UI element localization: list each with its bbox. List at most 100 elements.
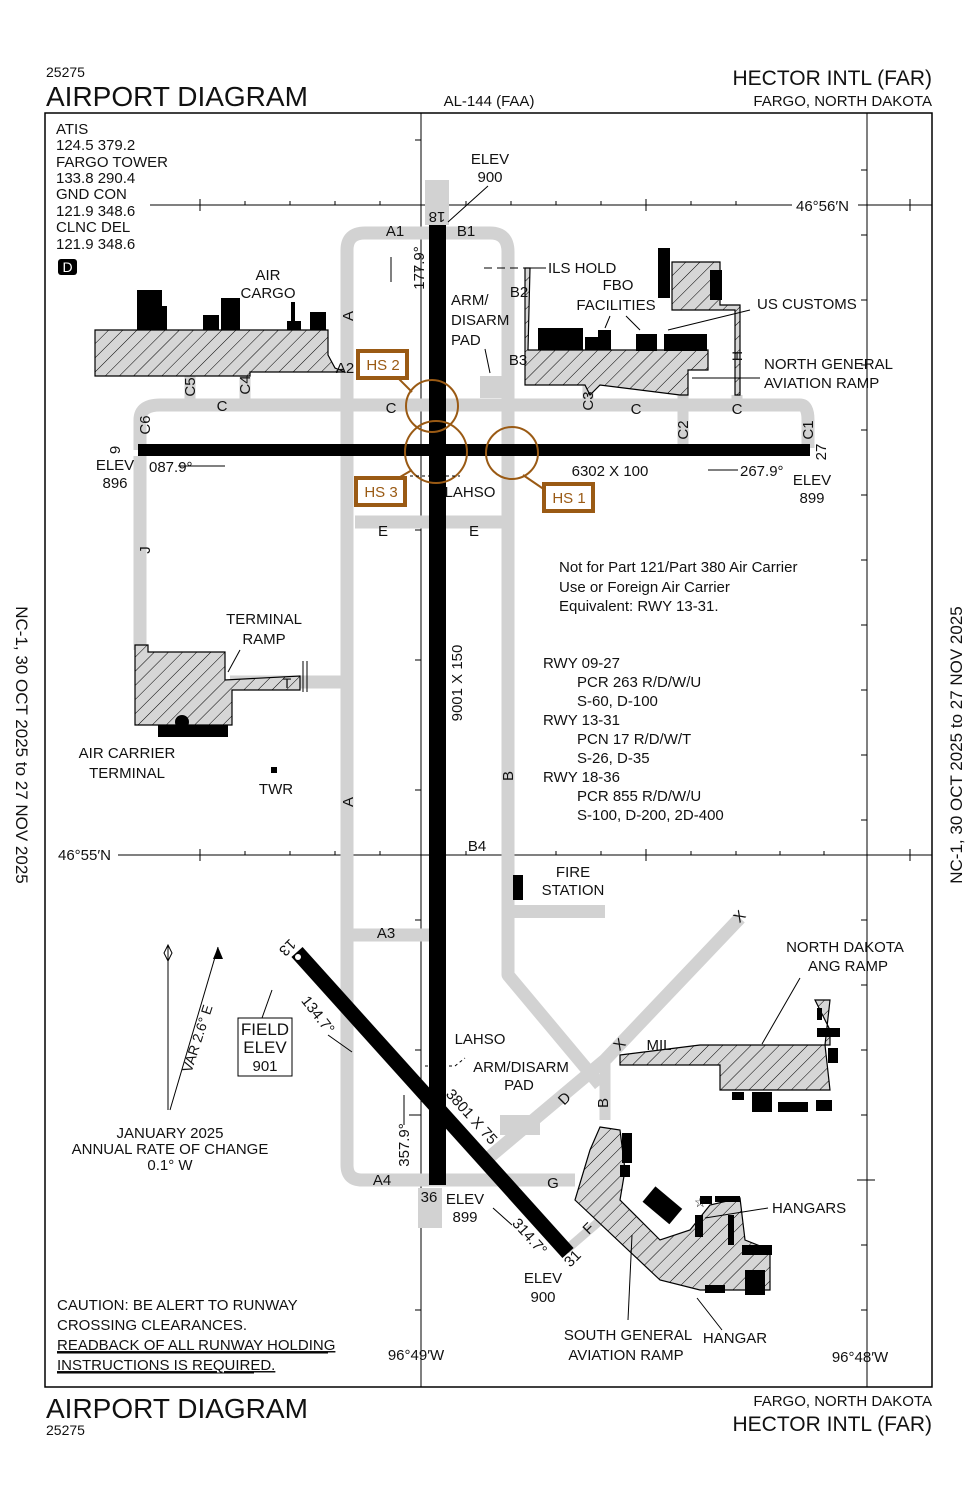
- pavement-pcr: PCR 263 R/D/W/U: [577, 674, 701, 691]
- magnetic-north-arrow-icon: [213, 947, 223, 959]
- twy-label: C1: [800, 420, 817, 439]
- twy-label: B2: [510, 284, 528, 301]
- twy-label: A2: [336, 360, 354, 377]
- elev-9-label: ELEV: [96, 457, 134, 474]
- lahso-label: LAHSO: [445, 484, 496, 501]
- rwy-18-36-dims: 9001 X 150: [449, 645, 466, 722]
- lat-north: 46°56′N: [796, 198, 849, 215]
- twy-label: B3: [509, 352, 527, 369]
- hot-spot-hs2[interactable]: [356, 349, 409, 380]
- arm-disarm-pad-label: PAD: [451, 332, 481, 349]
- twy-label: A: [340, 311, 357, 321]
- page-title: AIRPORT DIAGRAM: [46, 81, 308, 112]
- elev-9-value: 896: [102, 475, 127, 492]
- terminal-ramp: [134, 644, 301, 726]
- twy-label: C: [217, 398, 228, 415]
- buildings: [137, 248, 840, 1295]
- elev-31-label: ELEV: [524, 1270, 562, 1287]
- freq-atis-label: ATIS: [56, 121, 88, 138]
- rwy-end-9: 9: [107, 446, 124, 454]
- lat-south: 46°55′N: [58, 847, 111, 864]
- rwy-end-36: 36: [421, 1189, 438, 1206]
- south-ga-ramp-label: SOUTH GENERAL: [564, 1327, 692, 1344]
- usage-notes: Not for Part 121/Part 380 Air Carrier Us…: [559, 559, 797, 615]
- air-carrier-terminal-label: TERMINAL: [89, 765, 165, 782]
- rwy-end-27: 27: [813, 444, 830, 461]
- twy-label: G: [547, 1175, 559, 1192]
- twy-label: H: [729, 351, 745, 361]
- mag-var-rate-label: ANNUAL RATE OF CHANGE: [72, 1141, 269, 1158]
- effective-dates-left: NC-1, 30 OCT 2025 to 27 NOV 2025: [12, 606, 31, 884]
- hot-spot-hs3-label: HS 3: [364, 484, 397, 501]
- note-line: Not for Part 121/Part 380 Air Carrier: [559, 559, 797, 576]
- hot-spot-hs1[interactable]: [542, 482, 595, 513]
- note-line: Use or Foreign Air Carrier: [559, 579, 730, 596]
- twy-label: A3: [377, 925, 395, 942]
- lon-west: 96°49′W: [388, 1347, 445, 1364]
- hot-spot-hs3[interactable]: [354, 476, 407, 507]
- runways: [138, 225, 810, 1259]
- elev-27-label: ELEV: [793, 472, 831, 489]
- mag-var-date: JANUARY 2025: [116, 1125, 223, 1142]
- pavement-info: RWY 09-27 PCR 263 R/D/W/U S-60, D-100 RW…: [543, 655, 724, 824]
- twy-label: A4: [373, 1172, 391, 1189]
- leader-lines: [163, 185, 801, 1331]
- twy-label: B4: [468, 838, 486, 855]
- elev-36-value: 899: [452, 1209, 477, 1226]
- note-line: Equivalent: RWY 13-31.: [559, 598, 719, 615]
- taxiway-labels: A1 B1 A2 B2 B3 C5 C4 C3 C2 C1 C6 C C C C…: [137, 223, 817, 1238]
- freq-clnc-label: CLNC DEL: [56, 219, 130, 236]
- north-ga-ramp-label: AVIATION RAMP: [764, 375, 879, 392]
- north-ga-ramp-label: NORTH GENERAL: [764, 356, 893, 373]
- hangars-label: HANGARS: [772, 1200, 846, 1217]
- airport-location: FARGO, NORTH DAKOTA: [753, 93, 932, 110]
- chart-code: AL-144 (FAA): [444, 93, 535, 110]
- arm-disarm-pad-label: PAD: [504, 1077, 534, 1094]
- elev-36-label: ELEV: [446, 1191, 484, 1208]
- runway-18-36: [429, 225, 446, 1185]
- twy-label: A1: [386, 223, 404, 240]
- twy-label: B: [595, 1098, 612, 1108]
- us-customs-label: US CUSTOMS: [757, 296, 857, 313]
- footer-title: AIRPORT DIAGRAM: [46, 1393, 308, 1424]
- arm-disarm-pad-label: ARM/: [451, 292, 489, 309]
- pavement-rwy: RWY 09-27: [543, 655, 620, 672]
- terminal-ramp-label: RAMP: [242, 631, 285, 648]
- caution-line: INSTRUCTIONS IS REQUIRED.: [57, 1357, 275, 1374]
- twy-label: C6: [137, 415, 154, 434]
- field-elev-label: FIELD: [241, 1020, 289, 1039]
- diagram-frame: [44, 112, 933, 1388]
- fbo-label: FBO: [603, 277, 634, 294]
- twy-label: C2: [675, 420, 692, 439]
- twy-label: C: [631, 401, 642, 418]
- twy-label: J: [137, 546, 154, 554]
- rwy-9-27-dims: 6302 X 100: [572, 463, 649, 480]
- freq-atis-value: 124.5 379.2: [56, 137, 135, 154]
- air-carrier-terminal-label: AIR CARRIER: [79, 745, 176, 762]
- footer-airport-name: HECTOR INTL (FAR): [732, 1413, 932, 1436]
- frequency-list: ATIS 124.5 379.2 FARGO TOWER 133.8 290.4…: [56, 121, 168, 253]
- twy-label: C5: [182, 377, 199, 396]
- caution-line: CROSSING CLEARANCES.: [57, 1317, 247, 1334]
- pavement-pcr: PCR 855 R/D/W/U: [577, 788, 701, 805]
- footer-chart-id: 25275: [46, 1422, 85, 1438]
- twy-label: E: [469, 523, 479, 540]
- pavement-weight: S-26, D-35: [577, 750, 650, 767]
- d-badge-label: D: [62, 259, 72, 275]
- hdg-18: 177.9°: [411, 246, 428, 290]
- field-elev-label: ELEV: [243, 1038, 287, 1057]
- nd-ang-ramp-label: ANG RAMP: [808, 958, 888, 975]
- twy-label: C3: [580, 391, 597, 410]
- air-cargo-ramp: [94, 329, 346, 377]
- hot-spot-hs2-label: HS 2: [366, 357, 399, 374]
- caution-line: CAUTION: BE ALERT TO RUNWAY: [57, 1297, 298, 1314]
- twy-label: T: [283, 675, 292, 691]
- field-elev-value: 901: [252, 1058, 277, 1075]
- twy-label: E: [378, 523, 388, 540]
- lon-east: 96°48′W: [832, 1349, 889, 1366]
- air-cargo-label: AIR: [255, 267, 280, 284]
- elev-27-value: 899: [799, 490, 824, 507]
- tower-label: TWR: [259, 781, 293, 798]
- lahso-label: LAHSO: [455, 1031, 506, 1048]
- freq-tower-value: 133.8 290.4: [56, 170, 135, 187]
